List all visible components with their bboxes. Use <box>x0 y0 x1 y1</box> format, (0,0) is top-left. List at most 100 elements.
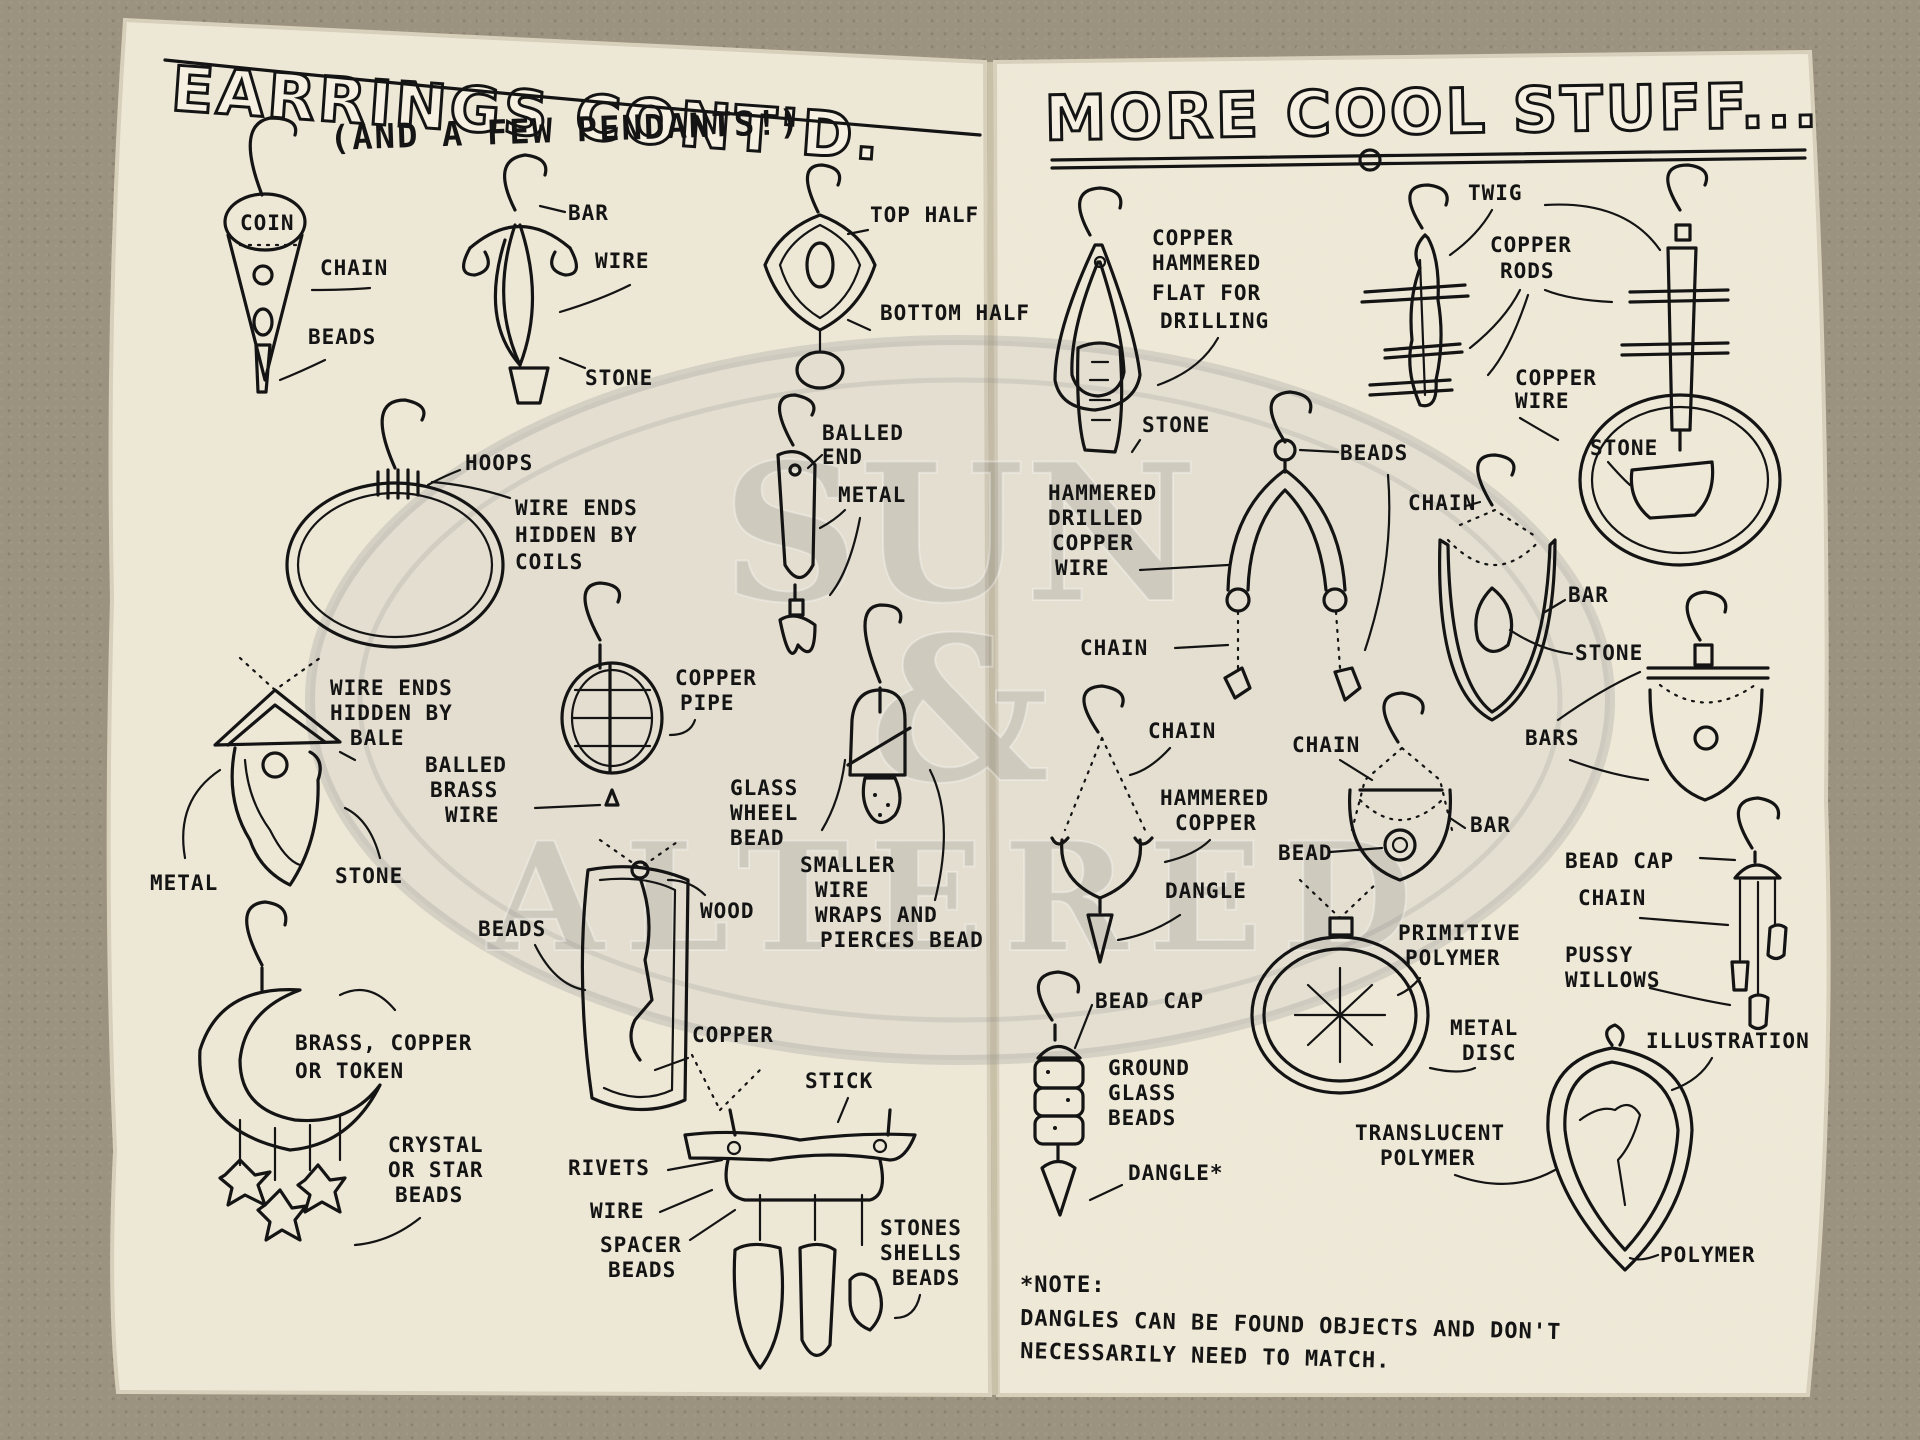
copper-pipe-earring-sketch <box>560 581 664 807</box>
illustration-pendant-sketch <box>1546 1023 1694 1272</box>
watermark-line2: & <box>870 593 1051 828</box>
label-balled-brass-2: BRASS <box>430 778 498 802</box>
triangle-bale-pendant-sketch <box>213 656 342 887</box>
coin-earring-sketch <box>223 116 307 394</box>
twig-earring-sketch <box>1360 163 1782 567</box>
label-balled-brass-3: WIRE <box>445 803 500 827</box>
label-spacer-2: BEADS <box>608 1258 676 1282</box>
label-brass-1: BRASS, COPPER <box>295 1031 472 1055</box>
label-beads-r1: BEADS <box>1340 441 1408 465</box>
label-stone-r1: STONE <box>1142 413 1210 437</box>
label-balled-end-1: BALLED <box>822 421 904 445</box>
label-hammered-copper-1: HAMMERED <box>1160 786 1269 810</box>
label-chain-r5: CHAIN <box>1578 886 1646 910</box>
bar-wire-stone-earring-sketch <box>462 153 578 405</box>
label-stone-small: STONE <box>1590 436 1658 460</box>
label-glass-wheel-2: WHEEL <box>730 801 798 825</box>
label-hoops: HOOPS <box>465 451 533 475</box>
label-spacer-1: SPACER <box>600 1233 682 1257</box>
label-bead-cap-2: BEAD CAP <box>1095 989 1204 1013</box>
label-wire-ends-coils-1: WIRE ENDS <box>515 496 638 520</box>
label-bar-1: BAR <box>568 201 609 225</box>
label-beads-1: BEADS <box>308 325 376 349</box>
label-brass-2: OR TOKEN <box>295 1059 404 1083</box>
label-dangle-1: DANGLE <box>1165 879 1247 903</box>
label-glass-wheel-3: BEAD <box>730 826 785 850</box>
label-stone-1: STONE <box>585 366 653 390</box>
glass-wheel-bead-earring-sketch <box>846 603 912 825</box>
label-bead-cap-1: BEAD CAP <box>1565 849 1674 873</box>
label-crystal-1: CRYSTAL <box>388 1133 484 1157</box>
label-ground-1: GROUND <box>1108 1056 1190 1080</box>
label-translucent-1: TRANSLUCENT <box>1355 1121 1505 1145</box>
label-metal-1: METAL <box>838 483 906 507</box>
label-ground-3: BEADS <box>1108 1106 1176 1130</box>
label-wood: WOOD <box>700 899 755 923</box>
label-glass-wheel-1: GLASS <box>730 776 798 800</box>
wishbone-earring-sketch <box>1223 390 1362 702</box>
label-smaller-4: PIERCES BEAD <box>820 928 984 952</box>
label-metal-disc-2: DISC <box>1462 1041 1517 1065</box>
label-crystal-3: BEADS <box>395 1183 463 1207</box>
chain-bar-stone-earring-sketch <box>1438 453 1557 722</box>
label-copper-1: COPPER <box>692 1023 774 1047</box>
label-chain-r2: CHAIN <box>1408 491 1476 515</box>
crescent-moon-earring-sketch <box>198 900 382 1242</box>
pussy-willow-earring-sketch <box>1730 796 1788 1031</box>
label-copper-pipe-1: COPPER <box>675 666 757 690</box>
label-primitive-1: PRIMITIVE <box>1398 921 1521 945</box>
watermark-line3: ALTERED <box>486 810 1433 986</box>
label-ground-2: GLASS <box>1108 1081 1176 1105</box>
label-hammered-4: WIRE <box>1055 556 1110 580</box>
label-copper-flat-3: FLAT FOR <box>1152 281 1261 305</box>
label-bars: BARS <box>1525 726 1580 750</box>
label-pussy-1: PUSSY <box>1565 943 1633 967</box>
right-page-title: MORE COOL STUFF... <box>1044 68 1821 155</box>
left-page <box>106 17 993 1398</box>
label-stones-3: BEADS <box>892 1266 960 1290</box>
two-half-earring-sketch <box>763 163 877 390</box>
bead-bar-earring-sketch <box>1347 691 1454 882</box>
label-hammered-1: HAMMERED <box>1048 481 1157 505</box>
label-translucent-2: POLYMER <box>1380 1146 1476 1170</box>
label-wire-1: WIRE <box>595 249 650 273</box>
label-hammered-3: COPPER <box>1052 531 1134 555</box>
label-smaller-1: SMALLER <box>800 853 896 877</box>
label-metal-2: METAL <box>150 871 218 895</box>
label-chain-r4: CHAIN <box>1292 733 1360 757</box>
ground-glass-bead-earring-sketch <box>1033 970 1085 1217</box>
label-rivets: RIVETS <box>568 1156 650 1180</box>
label-stick: STICK <box>805 1069 873 1093</box>
label-polymer: POLYMER <box>1660 1243 1756 1267</box>
label-copper-pipe-2: PIPE <box>680 691 735 715</box>
primitive-polymer-pendant-sketch <box>1250 878 1430 1095</box>
label-copper-wire-1: COPPER <box>1515 366 1597 390</box>
label-wire-ends-bale-3: BALE <box>350 726 405 750</box>
label-pussy-2: WILLOWS <box>1565 968 1661 992</box>
right-page <box>992 49 1831 1397</box>
label-bar-r1: BAR <box>1568 583 1609 607</box>
label-hammered-2: DRILLED <box>1048 506 1144 530</box>
label-smaller-2: WIRE <box>815 878 870 902</box>
label-smaller-3: WRAPS AND <box>815 903 938 927</box>
label-stone-r2: STONE <box>1575 641 1643 665</box>
label-copper-flat-4: DRILLING <box>1160 309 1269 333</box>
label-copper-rods-1: COPPER <box>1490 233 1572 257</box>
label-crystal-2: OR STAR <box>388 1158 484 1182</box>
label-wire-ends-bale-2: HIDDEN BY <box>330 701 453 725</box>
label-coin: COIN <box>240 211 295 235</box>
label-balled-brass-1: BALLED <box>425 753 507 777</box>
u-shape-earring-sketch <box>1050 684 1154 964</box>
label-top-half: TOP HALF <box>870 203 979 227</box>
label-hammered-copper-2: COPPER <box>1175 811 1257 835</box>
label-copper-flat-2: HAMMERED <box>1152 251 1261 275</box>
label-balled-end-2: END <box>822 445 863 469</box>
label-wire-ends-coils-2: HIDDEN BY <box>515 523 638 547</box>
note-heading: *NOTE: <box>1020 1273 1105 1298</box>
bars-earring-sketch <box>1646 590 1770 802</box>
label-wire-ends-bale-1: WIRE ENDS <box>330 676 453 700</box>
label-wire-ends-coils-3: COILS <box>515 550 583 574</box>
label-bead: BEAD <box>1278 841 1333 865</box>
balled-end-metal-earring-sketch <box>776 393 817 655</box>
